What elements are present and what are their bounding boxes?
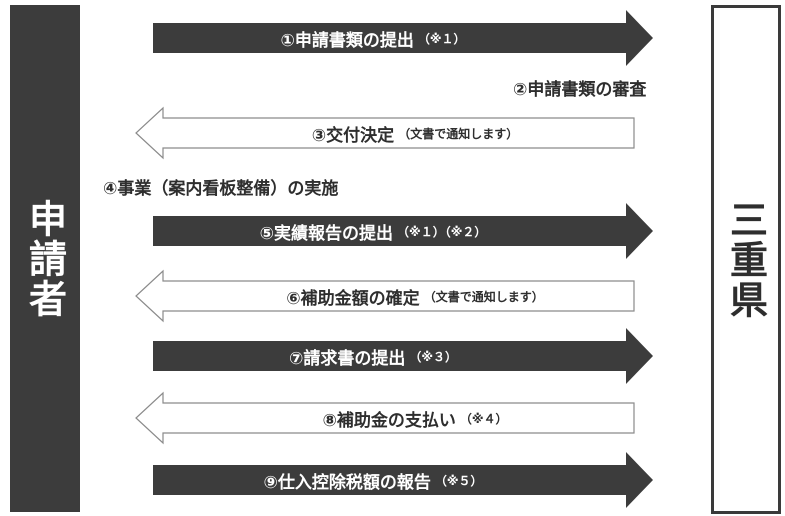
step-5-label: ⑤実績報告の提出 [259, 223, 394, 244]
right-arrow-shape [153, 452, 653, 508]
left-arrow-shape [135, 106, 635, 160]
step-6-arrow: ⑥補助金額の確定 （文書で通知します） [135, 269, 635, 323]
right-arrow-shape [153, 203, 653, 259]
step-8-note: （※４） [459, 411, 508, 426]
step-2-label: ②申請書類の審査 [513, 80, 647, 100]
step-9-note: （※５） [434, 473, 483, 488]
step-1-arrow: ①申請書類の提出 （※１） [153, 10, 653, 66]
step-3-arrow: ③交付決定 （文書で通知します） [135, 106, 635, 160]
applicant-label: 申請者 [22, 198, 67, 319]
step-4-label: ④事業（案内看板整備）の実施 [103, 179, 339, 199]
step-5-note: （※１）（※２） [397, 224, 487, 239]
step-9-label: ⑨仕入控除税額の報告 [263, 472, 431, 493]
step-1-label: ①申請書類の提出 [280, 30, 414, 51]
step-8-arrow: ⑧補助金の支払い （※４） [135, 391, 635, 445]
right-arrow-shape [153, 328, 653, 384]
step-3-note: （文書で通知します） [398, 126, 519, 141]
prefecture-box: 三重県 [711, 5, 781, 514]
left-arrow-shape [135, 269, 635, 323]
step-7-arrow: ⑦請求書の提出 （※３） [153, 328, 653, 384]
step-3-label: ③交付決定 [311, 125, 395, 146]
left-arrow-shape [135, 391, 635, 445]
step-7-label: ⑦請求書の提出 [288, 348, 406, 369]
step-6-note: （文書で通知します） [423, 289, 544, 304]
step-6-label: ⑥補助金額の確定 [286, 288, 420, 309]
applicant-box: 申請者 [10, 5, 80, 512]
step-1-note: （※１） [417, 31, 466, 46]
step-9-arrow: ⑨仕入控除税額の報告 （※５） [153, 452, 653, 508]
prefecture-label: 三重県 [723, 199, 768, 320]
right-arrow-shape [153, 10, 653, 66]
step-5-arrow: ⑤実績報告の提出 （※１）（※２） [153, 203, 653, 259]
step-7-note: （※３） [409, 349, 458, 364]
step-8-label: ⑧補助金の支払い [322, 410, 456, 431]
